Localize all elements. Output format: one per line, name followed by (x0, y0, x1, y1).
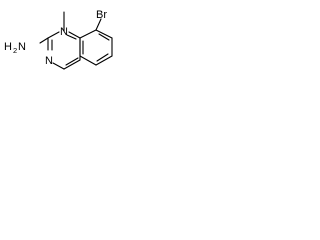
bond-ring-c4-c5 (63, 59, 81, 70)
atom-n-lower: N (45, 55, 53, 67)
bond-phenyl-double-1 (98, 33, 110, 41)
bonds (39, 11, 113, 70)
bond-ring-n3-c4 (52, 62, 65, 70)
bond-phenyl-double-2 (96, 53, 109, 62)
bond-ring-n1-c2 (47, 31, 60, 39)
bond-amine (39, 37, 49, 44)
bond-phenyl-3 (95, 55, 113, 66)
atom-amine-h: H (4, 41, 12, 53)
atom-labels: N N H 2 N Br (4, 9, 107, 67)
bond-bromine (95, 18, 102, 31)
bond-ring-c4-c5-double (65, 57, 79, 66)
bond-aryl-link (79, 29, 97, 39)
atom-n-upper: N (60, 26, 68, 38)
bond-phenyl-4 (79, 55, 97, 66)
bond-ring-c6-n1-double (66, 34, 77, 40)
molecule-diagram: N N H 2 N Br (4, 9, 113, 70)
atom-bromine: Br (96, 9, 107, 21)
atom-amine-n: N (18, 41, 26, 53)
bond-phenyl-1 (95, 29, 113, 39)
atom-amine-subscript: 2 (13, 46, 17, 55)
bond-ring-c6-n1 (68, 31, 81, 39)
